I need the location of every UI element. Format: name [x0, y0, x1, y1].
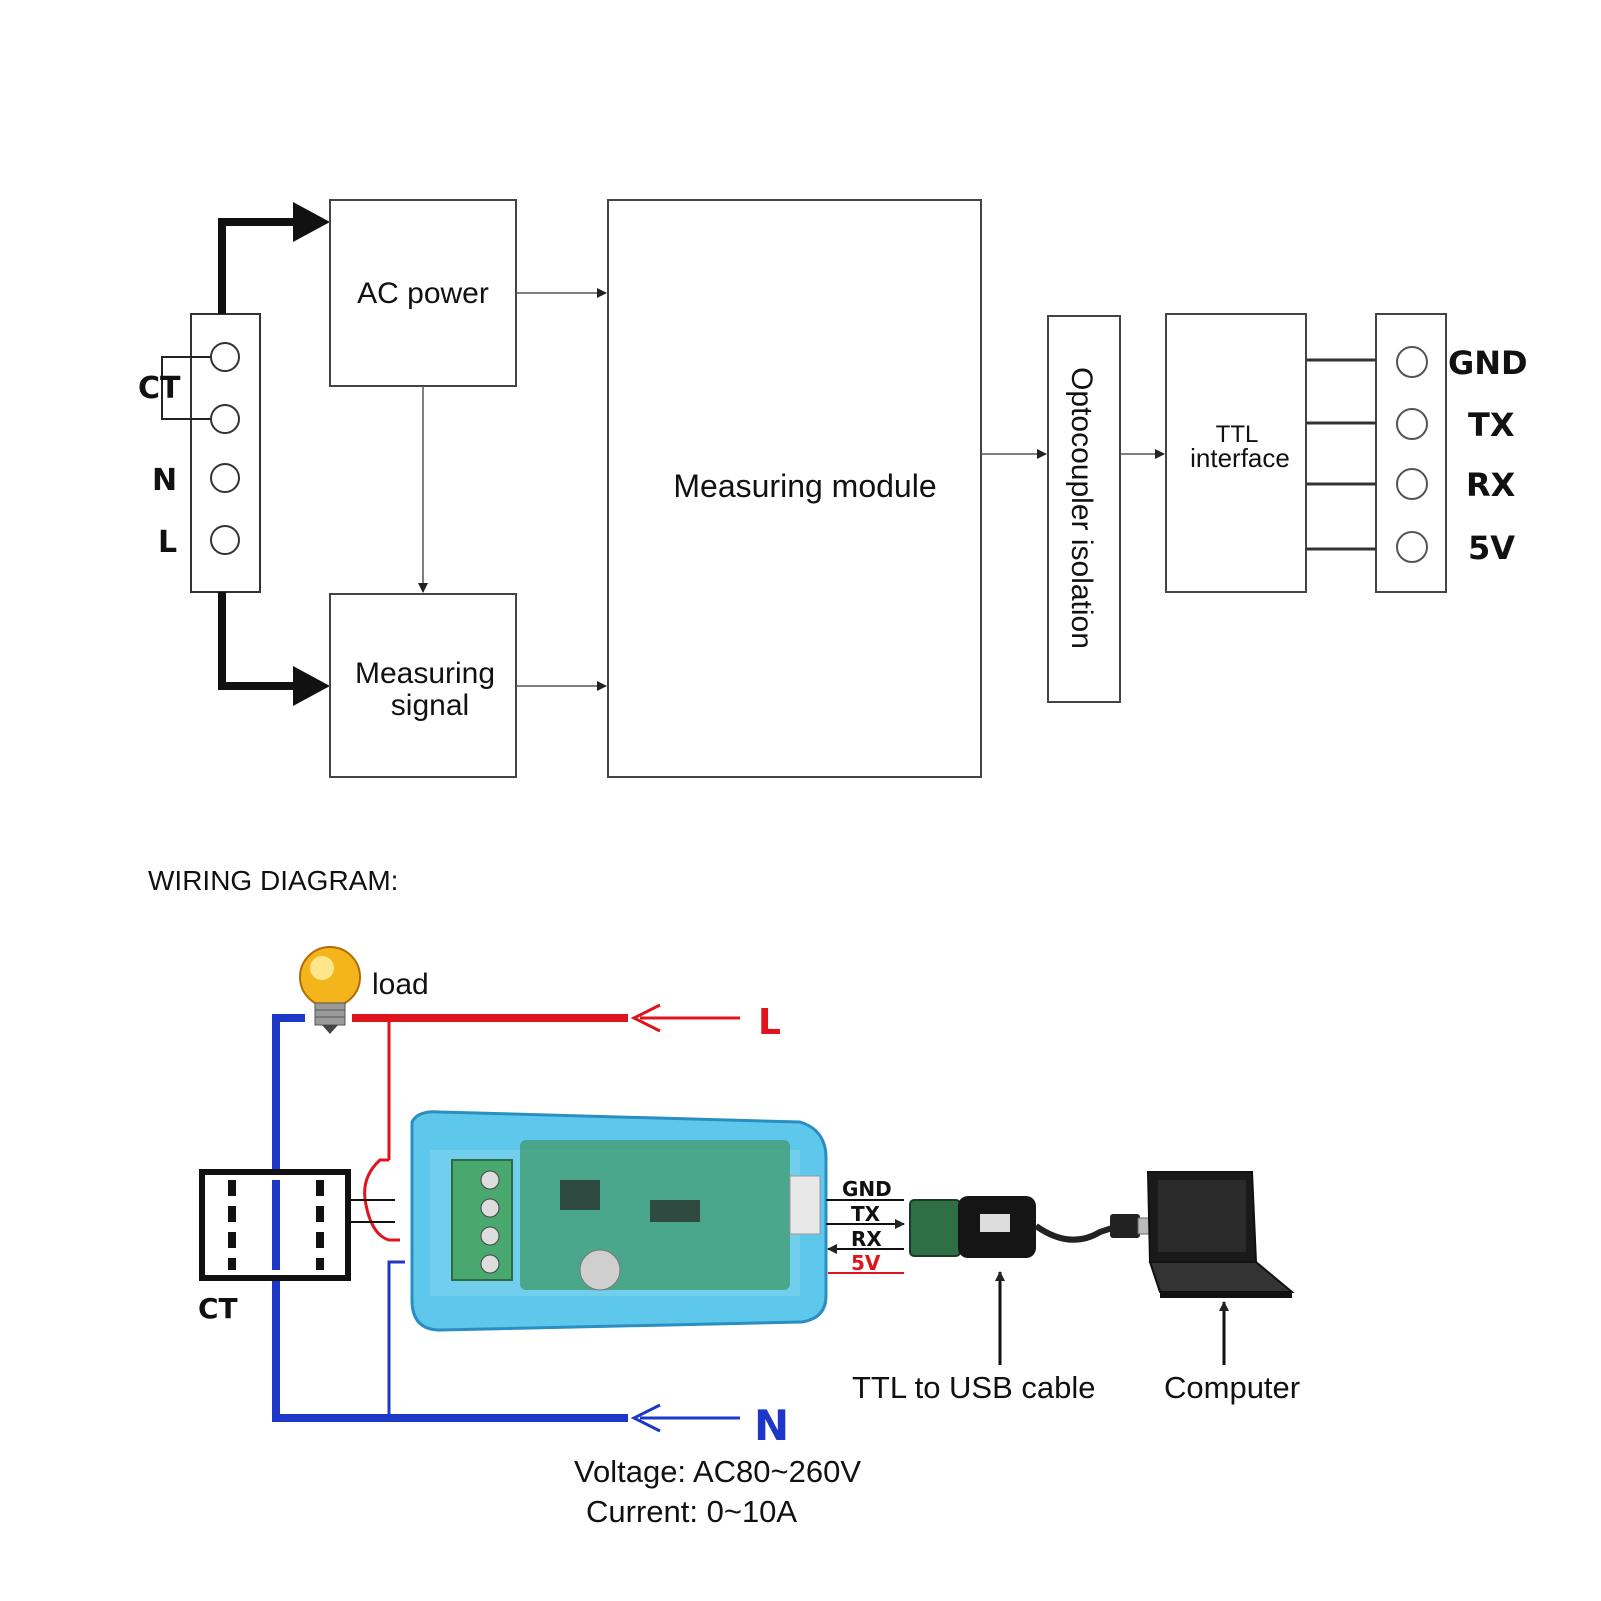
voltage-spec: Voltage: AC80~260V: [574, 1454, 861, 1489]
output-pin-5v: [1396, 531, 1428, 563]
usb-adapter-icon: [909, 1196, 1169, 1258]
ac-power-box: [329, 199, 517, 387]
wiring-diagram: WIRING DIAGRAM: load L N: [148, 865, 1300, 1529]
ct-bracket: [161, 356, 211, 420]
output-label-5v: 5V: [1468, 529, 1515, 567]
output-label-gnd: GND: [1448, 344, 1528, 382]
wiring-heading: WIRING DIAGRAM:: [148, 865, 398, 896]
thick-arrow-head-top: [293, 202, 330, 242]
measuring-signal-box: [329, 593, 517, 778]
terminal-n: [210, 463, 240, 493]
optocoupler-box: [1047, 315, 1121, 703]
terminal-label-n: N: [152, 463, 177, 498]
terminal-label-ct: CT: [138, 371, 181, 406]
live-loop: [363, 1158, 400, 1242]
measuring-module-box: [607, 199, 982, 778]
current-spec: Current: 0~10A: [586, 1494, 797, 1529]
ct-label: CT: [198, 1292, 238, 1325]
measuring-signal-label-2: signal: [391, 689, 469, 722]
output-pin-gnd: [1396, 346, 1428, 378]
wiring-pin-tx: TX: [851, 1202, 881, 1226]
measuring-module-device: [410, 1110, 828, 1332]
block-diagram: CT N L AC power Measuring signal Measuri…: [138, 199, 1528, 778]
load-label: load: [372, 968, 429, 1001]
output-pin-rx: [1396, 468, 1428, 500]
neutral-arrow-head: [630, 1403, 661, 1433]
wiring-pin-5v: 5V: [851, 1251, 881, 1275]
terminal-l: [210, 525, 240, 555]
terminal-label-l: L: [158, 525, 177, 560]
computer-label: Computer: [1164, 1370, 1300, 1405]
thick-arrow-to-measuring-signal: [218, 592, 296, 690]
optocoupler-label: Optocoupler isolation: [1065, 367, 1098, 649]
thick-arrow-to-ac-power: [218, 218, 296, 314]
line-l-label: L: [758, 1002, 781, 1043]
ttl-label-1: TTL: [1216, 421, 1259, 448]
wiring-pin-rx: RX: [851, 1227, 882, 1251]
ttl-interface-box: [1165, 313, 1307, 593]
cable-label: TTL to USB cable: [852, 1370, 1096, 1405]
measuring-module-label: Measuring module: [673, 468, 936, 504]
output-pin-tx: [1396, 408, 1428, 440]
line-n-label: N: [754, 1401, 789, 1450]
ac-power-label: AC power: [357, 277, 489, 310]
wiring-pin-gnd: GND: [842, 1177, 892, 1201]
ct-transformer: [199, 1169, 395, 1281]
terminal-ct1: [210, 342, 240, 372]
live-arrow-head: [630, 1003, 661, 1033]
laptop-icon: [1146, 1171, 1295, 1298]
lightbulb-icon: [299, 946, 361, 1034]
neutral-drop-wire: [387, 1260, 405, 1418]
thick-arrow-head-bottom: [293, 666, 330, 706]
output-label-rx: RX: [1466, 466, 1516, 504]
measuring-signal-label-1: Measuring: [355, 657, 495, 690]
ttl-label-2: interface: [1190, 443, 1290, 473]
output-label-tx: TX: [1468, 406, 1515, 444]
terminal-ct2: [210, 404, 240, 434]
